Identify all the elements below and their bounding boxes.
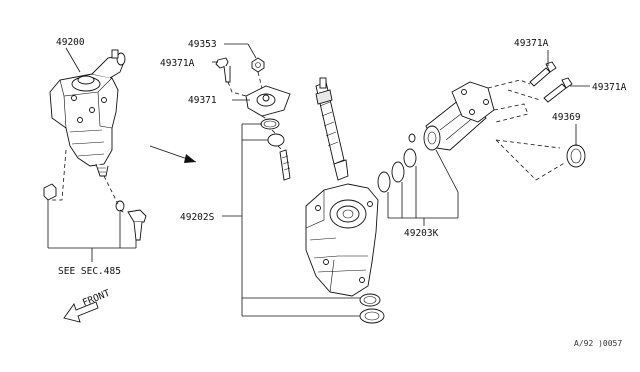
steering-gear-assembly-left	[43, 49, 147, 241]
seal-kit-housing-bracket	[222, 123, 360, 317]
direction-arrow	[149, 145, 197, 163]
label-49371A-right-1: 49371A	[514, 38, 549, 49]
valve-assembly-right	[377, 61, 586, 193]
front-indicator: FRONT	[63, 288, 112, 323]
label-49203K: 49203K	[404, 228, 439, 239]
label-49202S: 49202S	[180, 212, 215, 223]
label-see-section: SEE SEC.485	[58, 266, 121, 277]
right-leaders	[387, 50, 590, 226]
label-49371A-left: 49371A	[160, 58, 195, 69]
center-top-leaders	[212, 43, 283, 151]
label-49200: 49200	[56, 37, 85, 48]
left-leaders	[47, 47, 137, 262]
diagram-code: A/92 )0057	[574, 339, 622, 348]
label-49369: 49369	[552, 112, 581, 123]
label-49371A-right-2: 49371A	[592, 82, 627, 93]
label-49353: 49353	[188, 39, 217, 50]
label-49371: 49371	[188, 95, 217, 106]
center-top-parts	[215, 57, 291, 181]
gear-housing-center	[305, 77, 385, 324]
